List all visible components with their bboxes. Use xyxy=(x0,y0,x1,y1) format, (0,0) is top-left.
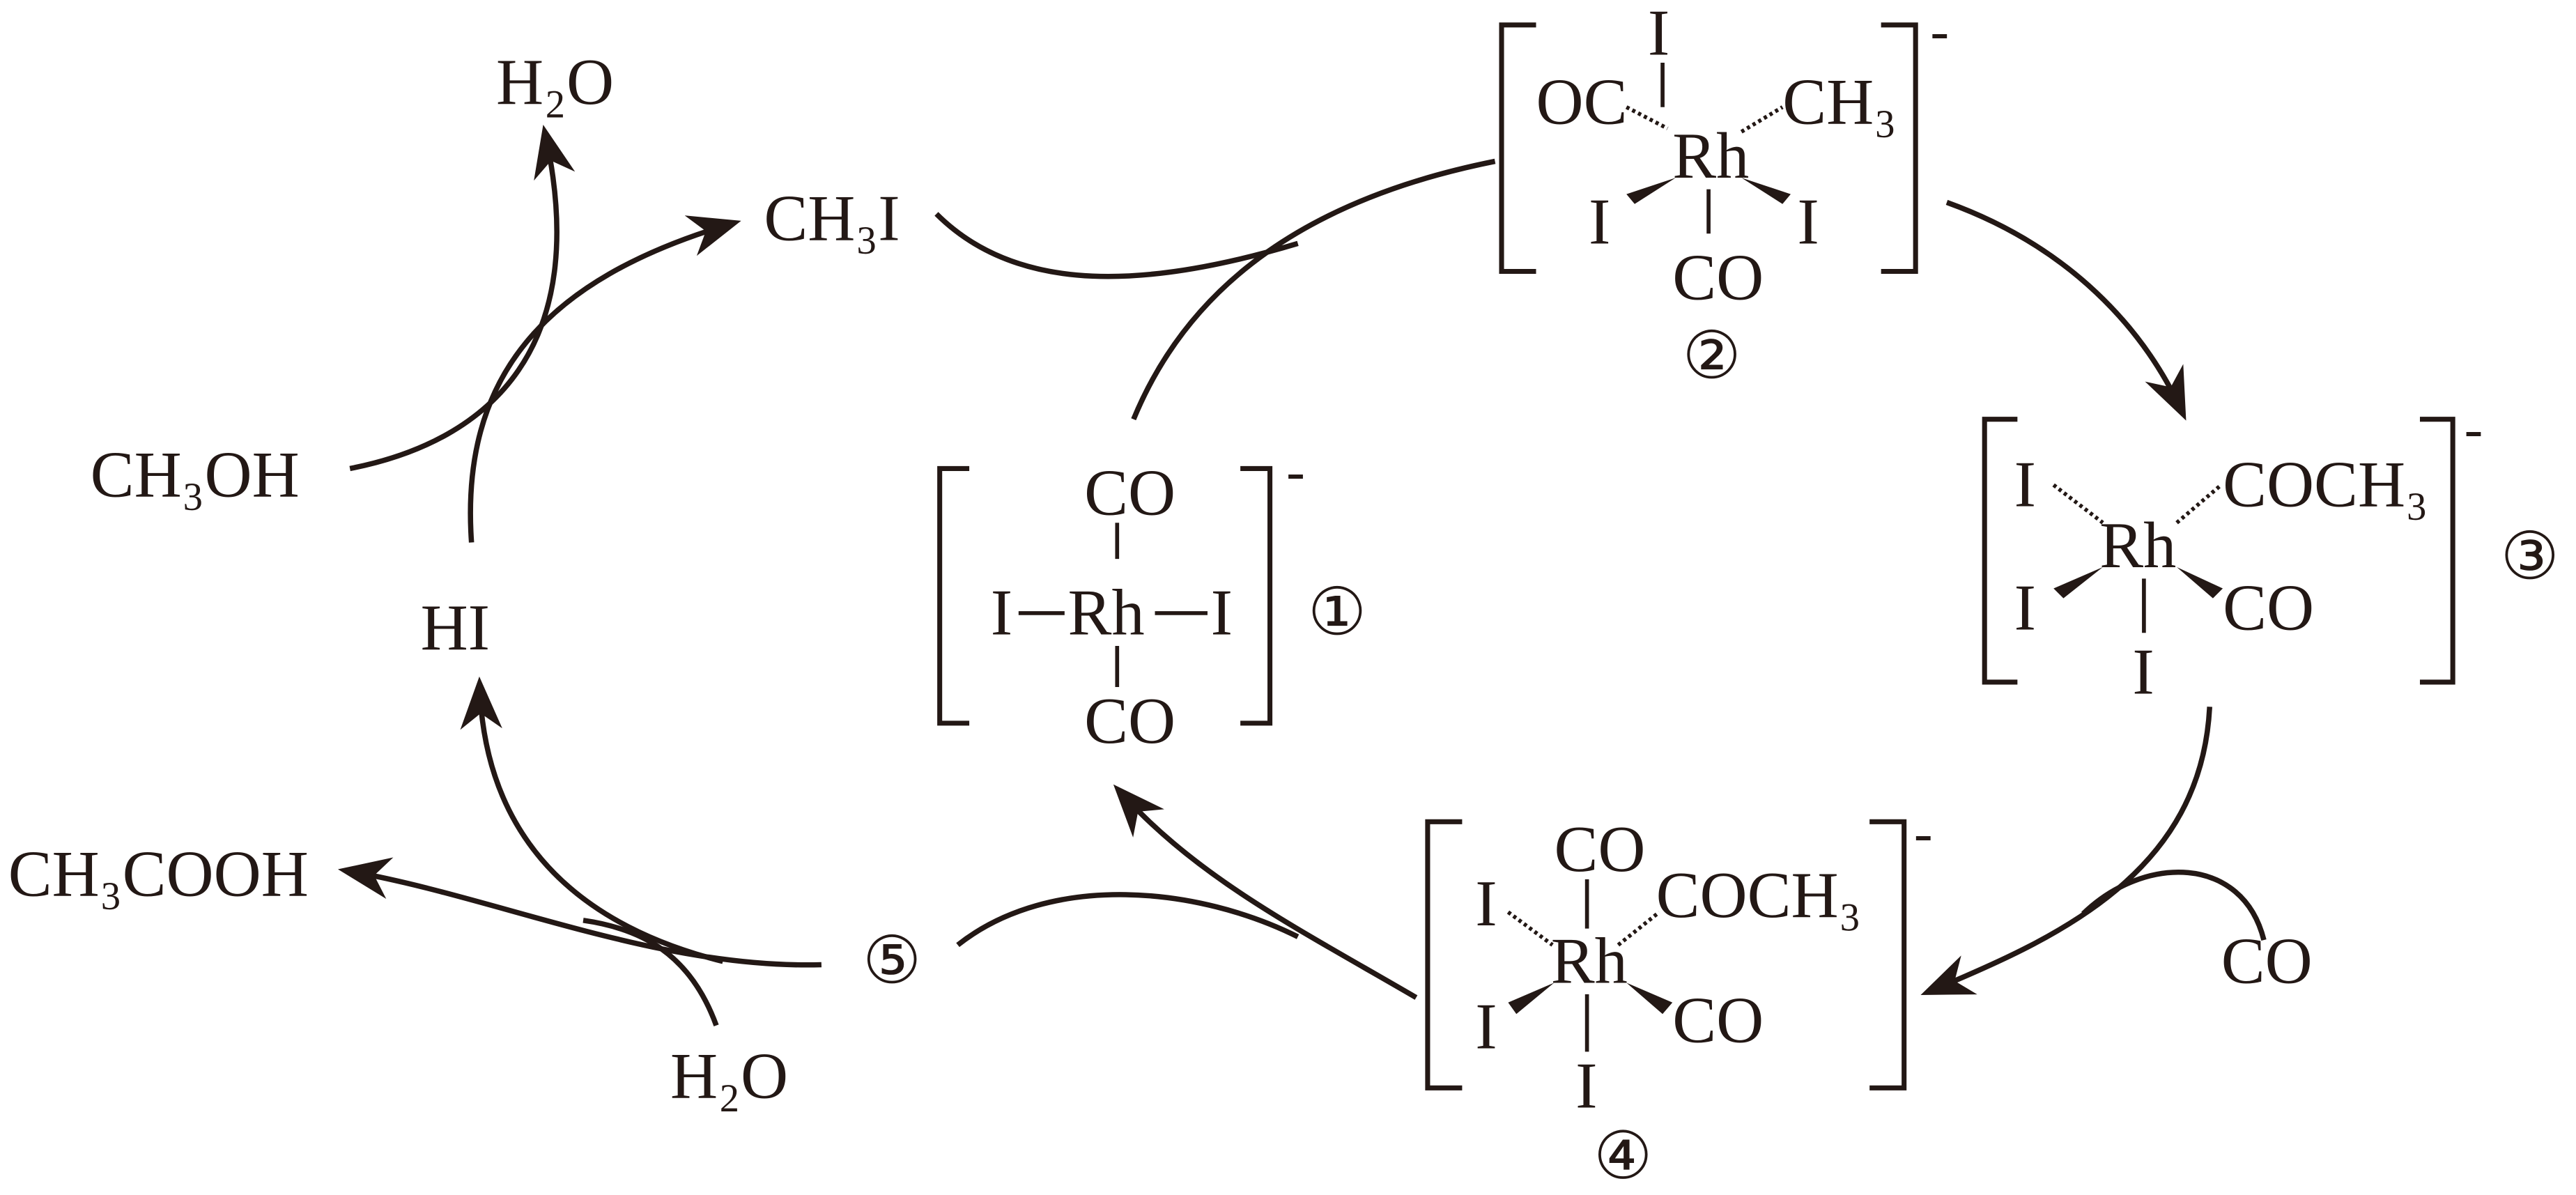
iodide-left: I xyxy=(1475,991,1497,1063)
oc: OC xyxy=(1536,65,1628,138)
co: CO xyxy=(1672,984,1764,1056)
acetic-acid-label: CH₃COOH xyxy=(8,838,309,910)
carbon-monoxide-label: CO xyxy=(2221,925,2313,997)
complex-2-label: ② xyxy=(1682,318,1741,394)
iodide-bottom: I xyxy=(1575,1050,1597,1123)
charge: - xyxy=(1914,803,1933,864)
arrow-4-to-1 xyxy=(1113,784,1418,1000)
wedge xyxy=(2177,566,2223,599)
iodide-left: I xyxy=(1589,185,1610,258)
iodide-left: I xyxy=(2014,571,2036,644)
wedge xyxy=(1626,982,1673,1015)
co-top: CO xyxy=(1554,813,1645,886)
co-feed xyxy=(2081,870,2267,941)
iodide-right: I xyxy=(1797,185,1819,258)
intermediate-5-label: ⑤ xyxy=(863,922,922,999)
co: CO xyxy=(2223,571,2314,644)
water-top-label: H₂O xyxy=(496,46,614,118)
arrow-methanol-to-water xyxy=(349,125,576,472)
arrow-5-to-acetic-acid xyxy=(337,857,822,968)
methyl-iodide-feed xyxy=(934,212,1299,279)
charge: - xyxy=(2465,399,2483,460)
complex-3-label: ③ xyxy=(2501,518,2560,594)
arrow-hi-to-methyl-iodide xyxy=(468,215,741,543)
co-top: CO xyxy=(1084,456,1175,529)
methyl: CH₃ xyxy=(1782,65,1897,138)
iodide-right: I xyxy=(1211,577,1233,649)
wedge xyxy=(1741,178,1791,204)
iodide-left: I xyxy=(991,577,1012,649)
co-bottom: CO xyxy=(1672,242,1764,314)
charge: - xyxy=(1930,1,1949,62)
wedge xyxy=(1508,982,1555,1015)
intermediate5-from-4 xyxy=(956,892,1299,948)
rhodium: Rh xyxy=(1068,577,1145,649)
rhodium: Rh xyxy=(1551,925,1628,997)
hydrogen-iodide-label: HI xyxy=(421,592,491,664)
complex-1-label: ① xyxy=(1308,574,1367,651)
methyl-iodide-label: CH₃I xyxy=(764,183,900,255)
methanol-label: CH₃OH xyxy=(91,438,300,511)
rhodium: Rh xyxy=(2099,509,2176,582)
iodide-top: I xyxy=(1648,0,1669,69)
arrow-1-to-2 xyxy=(1131,158,1496,421)
charge: - xyxy=(1286,441,1305,502)
iodide-top-left: I xyxy=(2014,449,2036,521)
complex-4: - CO COCH₃ I Rh I CO I ④ xyxy=(1425,803,1933,1194)
reaction-arrows xyxy=(337,125,2267,1026)
complex-1: - CO I Rh I CO ① xyxy=(937,441,1367,757)
complex-4-label: ④ xyxy=(1594,1118,1653,1194)
arrow-to-hi xyxy=(460,676,724,964)
water-feed xyxy=(583,918,719,1026)
iodide-bottom: I xyxy=(2132,635,2154,708)
acetyl: COCH₃ xyxy=(2223,449,2428,521)
rhodium: Rh xyxy=(1672,120,1749,192)
arrow-3-to-4 xyxy=(1920,707,2212,995)
complex-2: - I OC CH₃ Rh I I CO ② xyxy=(1499,0,1949,394)
complex-3: - I COCH₃ Rh I CO I ③ xyxy=(1982,399,2560,708)
co-bottom: CO xyxy=(1084,685,1175,757)
arrow-2-to-3 xyxy=(1945,199,2186,421)
acetyl: COCH₃ xyxy=(1656,859,1862,932)
wedge xyxy=(1626,178,1676,204)
iodide-top-left: I xyxy=(1475,868,1497,940)
water-bottom-label: H₂O xyxy=(670,1040,788,1112)
wedge xyxy=(2053,566,2103,599)
